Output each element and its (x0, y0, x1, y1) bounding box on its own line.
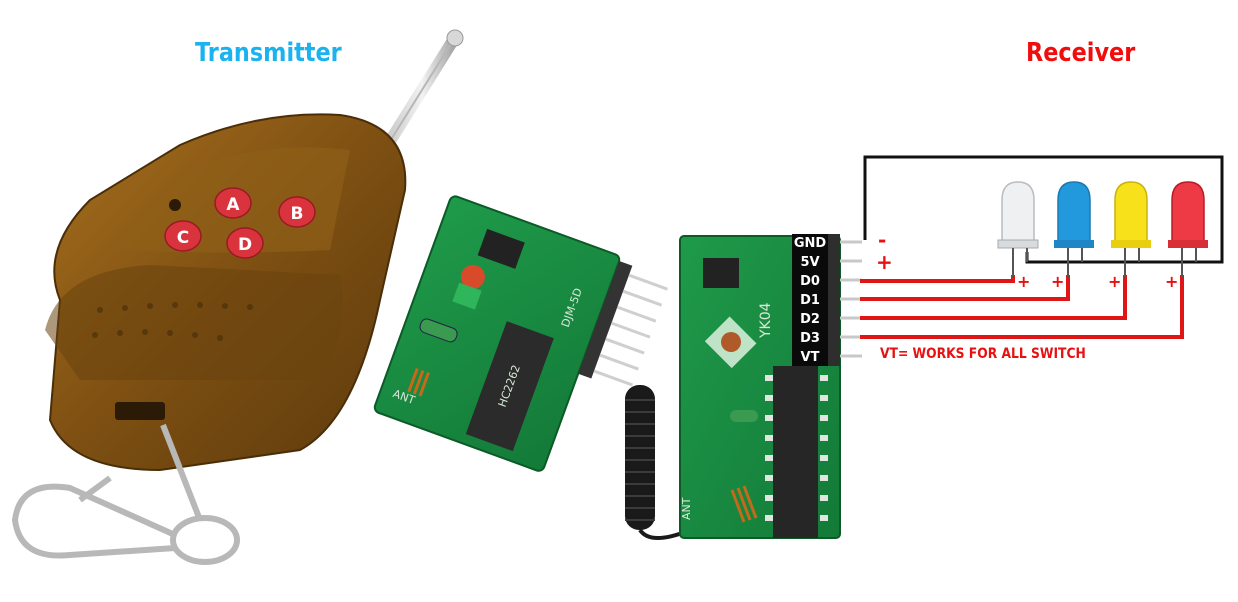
gnd-minus-sign: - (878, 228, 886, 252)
svg-text:C: C (177, 228, 189, 248)
pin-gnd: GND (794, 236, 827, 251)
pin-d1: D1 (800, 293, 820, 308)
led-white-icon (997, 181, 1039, 278)
remote-control: A B C D (11, 29, 464, 565)
svg-text:B: B (291, 204, 304, 224)
pin-d2: D2 (800, 312, 820, 327)
pin-labels: GND 5V D0 D1 D2 D3 VT (794, 236, 827, 365)
remote-button-d[interactable]: D (226, 227, 264, 259)
remote-button-c[interactable]: C (164, 220, 202, 252)
pin-vt: VT (801, 350, 820, 365)
signal-wires (860, 275, 1184, 339)
led-blue-icon (1054, 181, 1094, 278)
keyring-icon (11, 423, 240, 565)
transmitter-module: HC2262 DJM-5D ANT (373, 195, 668, 472)
vt-note: VT= WORKS FOR ALL SWITCH (880, 346, 1086, 362)
pin-5v: 5V (800, 255, 819, 270)
svg-text:D: D (238, 235, 252, 255)
receiver-title: Receiver (1026, 38, 1136, 68)
led-white-plus: + (1017, 272, 1030, 291)
remote-button-b[interactable]: B (278, 196, 316, 228)
pin-d3: D3 (800, 331, 820, 346)
antenna-icon (386, 29, 464, 144)
pin-d0: D0 (800, 274, 820, 289)
pin-header-labels (792, 234, 828, 366)
transmitter-title: Transmitter (195, 38, 342, 68)
led-red-plus: + (1165, 272, 1178, 291)
vcc-plus-sign: + (876, 250, 893, 274)
spring-antenna-icon (625, 385, 686, 540)
receiver-module: ANT YK04 GND 5V D0 D1 D2 D3 VT (625, 234, 862, 540)
remote-button-a[interactable]: A (214, 187, 252, 219)
led-yellow-plus: + (1108, 272, 1121, 291)
svg-text:YK04: YK04 (758, 302, 774, 339)
led-red-icon (1168, 181, 1208, 278)
led-yellow-icon (1111, 181, 1151, 278)
svg-text:A: A (226, 195, 240, 215)
led-blue-plus: + (1051, 272, 1064, 291)
svg-text:ANT: ANT (680, 497, 693, 520)
